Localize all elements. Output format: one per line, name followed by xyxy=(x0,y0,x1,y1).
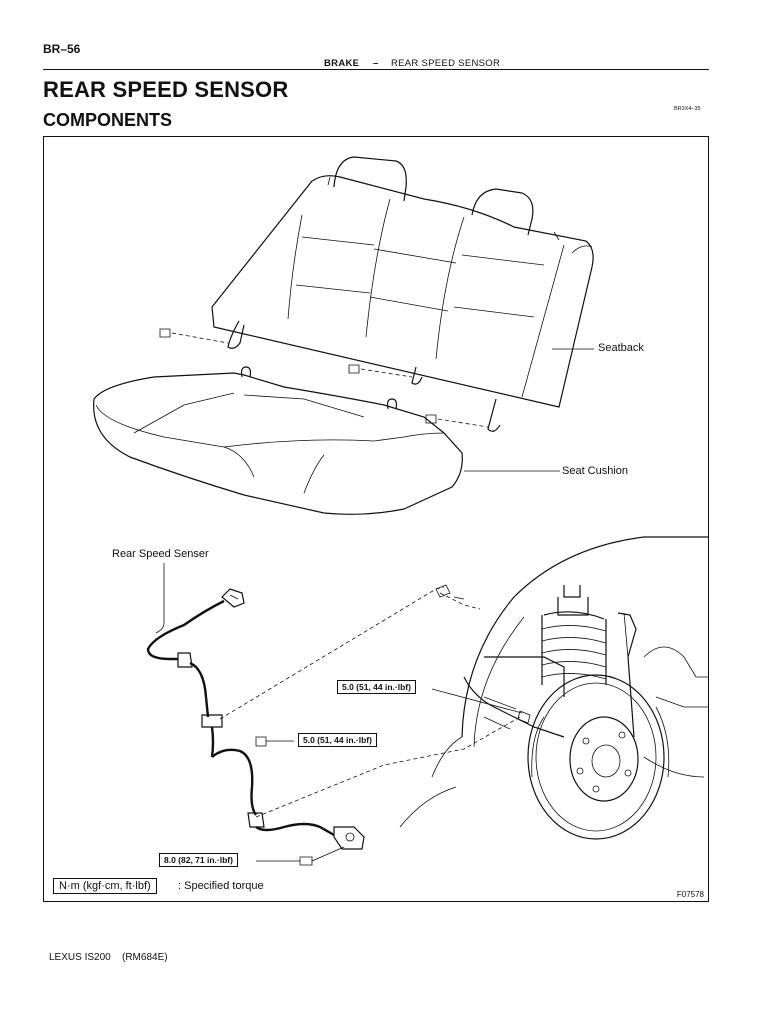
seat-cushion-label: Seat Cushion xyxy=(562,465,629,477)
header-subsection: REAR SPEED SENSOR xyxy=(391,58,501,69)
seatback-label: Seatback xyxy=(598,342,644,354)
header-rule xyxy=(43,69,709,70)
wheel-hub-drawing xyxy=(399,536,708,840)
reference-code: BR3X4–35 xyxy=(674,106,701,112)
torque-units-legend: N·m (kgf·cm, ft·lbf) xyxy=(53,878,157,894)
footer-model: LEXUS IS200 xyxy=(49,952,111,963)
header-section: BRAKE xyxy=(324,58,360,69)
components-figure: Seatback Seat Cushion Rear Speed Senser … xyxy=(43,136,709,902)
page-title: REAR SPEED SENSOR xyxy=(43,77,289,102)
rear-speed-sensor-label: Rear Speed Senser xyxy=(112,548,209,560)
components-illustration xyxy=(93,156,708,866)
speed-sensor-drawing xyxy=(146,563,521,866)
header-dash: – xyxy=(373,58,379,69)
page-number: BR–56 xyxy=(43,42,81,56)
section-subtitle: COMPONENTS xyxy=(43,110,173,130)
torque-box-middle: 5.0 (51, 44 in.·lbf) xyxy=(298,733,377,747)
torque-legend-text: : Specified torque xyxy=(178,880,264,892)
seat-cushion-drawing xyxy=(93,366,560,515)
footer-manual-code: (RM684E) xyxy=(122,952,168,963)
torque-box-upper: 5.0 (51, 44 in.·lbf) xyxy=(337,680,416,694)
figure-code: F07578 xyxy=(676,890,704,899)
seatback-drawing xyxy=(159,156,594,432)
torque-box-lower: 8.0 (82, 71 in.·lbf) xyxy=(159,853,238,867)
